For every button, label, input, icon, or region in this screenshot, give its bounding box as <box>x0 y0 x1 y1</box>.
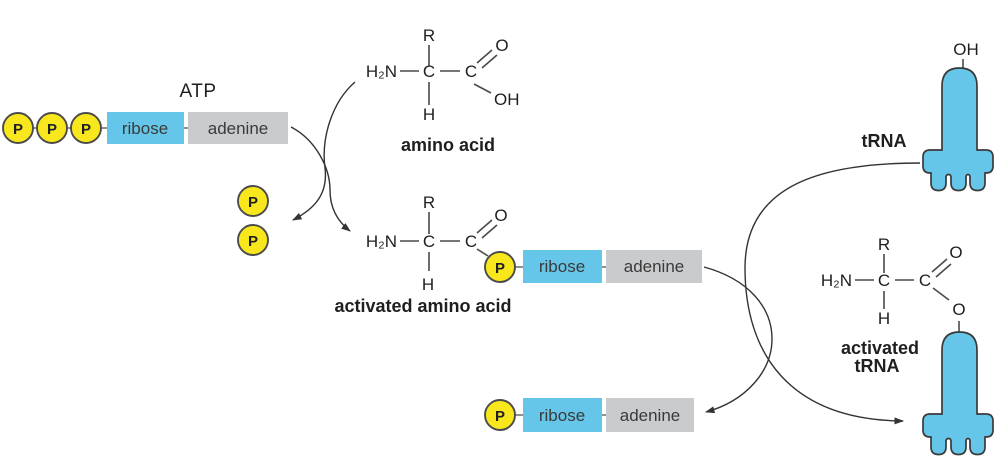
double-bond <box>935 263 952 278</box>
arrow-atp-to-activated-amino-acid <box>290 126 351 232</box>
bond <box>932 287 950 301</box>
adenine-box <box>606 398 694 432</box>
arrow-trna-to-activated-trna <box>744 162 921 425</box>
phosphate-label: P <box>248 194 258 211</box>
trna-group: OH tRNA <box>862 40 994 192</box>
amino-acid-group: R H₂N C C O OH H amino acid <box>366 26 520 155</box>
bond <box>476 248 489 257</box>
r-group: R <box>423 193 435 212</box>
phosphate-label: P <box>47 121 57 138</box>
phosphate-circle <box>484 399 516 431</box>
carboxyl-carbon: C <box>465 232 477 251</box>
phosphate-label: P <box>495 408 505 425</box>
arrow-to-released-amp <box>703 266 773 414</box>
r-group: R <box>423 26 435 45</box>
double-bond <box>481 224 498 239</box>
adenine-label: adenine <box>624 257 685 276</box>
amine-group: H₂N <box>366 232 397 251</box>
activated-amino-acid-label: activated amino acid <box>334 296 511 316</box>
alpha-carbon: C <box>423 232 435 251</box>
released-phosphates-group: P P <box>237 185 269 256</box>
activated-trna-label-line2: tRNA <box>855 356 900 376</box>
hydrogen: H <box>422 275 434 294</box>
released-amp-group: P ribose adenine <box>484 398 694 432</box>
phosphate-circle <box>237 185 269 217</box>
hydrogen: H <box>878 309 890 328</box>
bond <box>473 83 492 94</box>
adenine-box <box>606 250 702 283</box>
adenine-label: adenine <box>208 119 269 138</box>
activated-amino-acid-group: R H₂N C C O H P ribose adenine activated… <box>334 193 702 316</box>
hydrogen: H <box>423 105 435 124</box>
carboxyl-carbon: C <box>465 62 477 81</box>
alpha-carbon: C <box>878 271 890 290</box>
carbonyl-oxygen: O <box>495 36 508 55</box>
hydroxyl-group: OH <box>494 90 520 109</box>
activated-trna-group: R H₂N C C O O H activated tRNA <box>821 235 994 456</box>
ribose-box <box>523 250 602 283</box>
amino-acid-label: amino acid <box>401 135 495 155</box>
double-bond <box>931 258 948 273</box>
ester-oxygen: O <box>952 300 965 319</box>
phosphate-circle <box>484 251 516 283</box>
phosphate-circle <box>237 224 269 256</box>
double-bond <box>476 219 493 234</box>
carbonyl-oxygen: O <box>949 243 962 262</box>
adenine-box <box>188 112 288 144</box>
atp-label: ATP <box>179 81 216 102</box>
ribose-box <box>523 398 602 432</box>
ribose-label: ribose <box>122 119 168 138</box>
arrow-amino-acid-to-phosphates <box>292 81 356 221</box>
adenine-label: adenine <box>620 406 681 425</box>
phosphate-label: P <box>495 260 505 277</box>
amine-group: H₂N <box>821 271 852 290</box>
ribose-label: ribose <box>539 406 585 425</box>
trna-oh-group: OH <box>953 40 979 59</box>
trna-shape <box>922 67 994 192</box>
phosphate-label: P <box>248 233 258 250</box>
phosphate-circle <box>70 112 102 144</box>
carboxyl-carbon: C <box>919 271 931 290</box>
trna-label: tRNA <box>862 131 907 151</box>
ribose-box <box>107 112 184 144</box>
r-group: R <box>878 235 890 254</box>
ribose-label: ribose <box>539 257 585 276</box>
phosphate-circle <box>2 112 34 144</box>
activated-trna-label-line1: activated <box>841 338 919 358</box>
alpha-carbon: C <box>423 62 435 81</box>
phosphate-circle <box>36 112 68 144</box>
carbonyl-oxygen: O <box>494 206 507 225</box>
double-bond <box>476 49 493 64</box>
phosphate-label: P <box>13 121 23 138</box>
activated-trna-shape <box>922 331 994 456</box>
double-bond <box>481 54 498 69</box>
amine-group: H₂N <box>366 62 397 81</box>
phosphate-label: P <box>81 121 91 138</box>
atp-group: ATP P P P ribose adenine <box>2 81 288 144</box>
